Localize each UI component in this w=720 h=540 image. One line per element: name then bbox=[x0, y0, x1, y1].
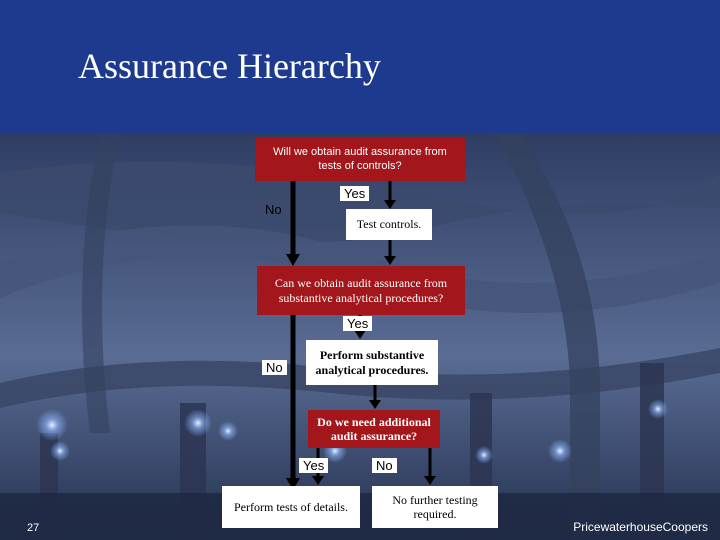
question-tests-of-controls: Will we obtain audit assurance from test… bbox=[255, 138, 465, 181]
action-test-controls-text: Test controls. bbox=[356, 217, 422, 232]
arrowhead-q2-yes bbox=[354, 330, 366, 339]
action-test-controls: Test controls. bbox=[346, 209, 432, 240]
brand-name: PricewaterhouseCoopers bbox=[573, 520, 708, 534]
action-perform-tests-of-details-text: Perform tests of details. bbox=[234, 499, 348, 514]
arrowhead-q3-yes bbox=[312, 476, 324, 485]
label-q1-yes: Yes bbox=[340, 186, 370, 201]
action-perform-substantive-analytical-text: Perform substantive analytical procedure… bbox=[315, 348, 429, 377]
label-q3-yes: Yes bbox=[299, 458, 329, 473]
label-q3-no: No bbox=[372, 458, 397, 473]
slide-title: Assurance Hierarchy bbox=[78, 46, 381, 86]
action-perform-tests-of-details: Perform tests of details. bbox=[222, 486, 360, 528]
question-additional-assurance: Do we need additional audit assurance? bbox=[308, 410, 440, 448]
arrowhead-q1-yes bbox=[384, 200, 396, 209]
action-no-further-testing-text: No further testing required. bbox=[392, 492, 478, 521]
arrowhead-q2-no bbox=[286, 478, 300, 490]
arrowhead-q3-no bbox=[424, 476, 436, 485]
header-bar bbox=[0, 0, 720, 133]
question-tests-of-controls-text: Will we obtain audit assurance from test… bbox=[273, 146, 447, 172]
arrowhead-action1-q2 bbox=[384, 256, 396, 265]
question-additional-assurance-text: Do we need additional audit assurance? bbox=[317, 414, 431, 443]
action-no-further-testing: No further testing required. bbox=[372, 486, 498, 528]
question-substantive-analytical: Can we obtain audit assurance from subst… bbox=[257, 266, 465, 315]
action-perform-substantive-analytical: Perform substantive analytical procedure… bbox=[306, 340, 438, 385]
question-substantive-analytical-text: Can we obtain audit assurance from subst… bbox=[274, 276, 448, 305]
page-number: 27 bbox=[27, 522, 40, 534]
label-q1-no: No bbox=[265, 202, 282, 217]
arrowhead-q1-no bbox=[286, 254, 300, 266]
label-q2-yes: Yes bbox=[343, 316, 373, 331]
arrowhead-action2-q3 bbox=[369, 400, 381, 409]
label-q2-no: No bbox=[262, 360, 287, 375]
